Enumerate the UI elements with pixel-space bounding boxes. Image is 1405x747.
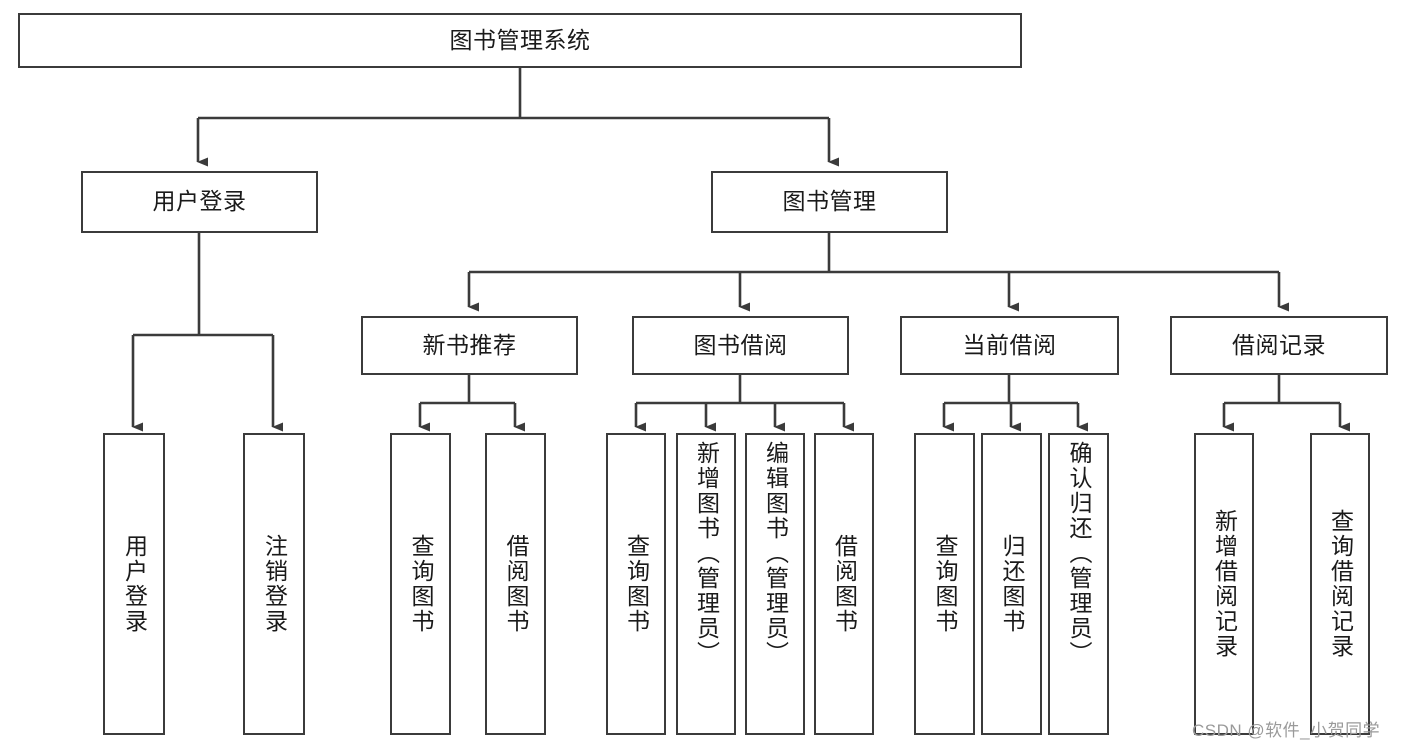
node-label: 用户登录 — [121, 534, 148, 634]
node-root-book-management-system[interactable]: 图书管理系统 — [18, 13, 1022, 68]
node-label: 当前借阅 — [962, 331, 1057, 358]
node-label: 归还图书 — [999, 534, 1025, 634]
node-leaf-add-book-admin[interactable]: 新增图书（管理员） — [676, 433, 736, 735]
node-label: 新增图书（管理员） — [693, 441, 720, 666]
node-label: 编辑图书（管理员） — [762, 441, 789, 666]
node-leaf-add-borrowing-record[interactable]: 新增借阅记录 — [1194, 433, 1254, 735]
node-label: 确认归还（管理员） — [1066, 441, 1092, 666]
node-label: 图书借阅 — [693, 331, 788, 358]
csdn-watermark: CSDN @软件_小贺同学 — [1192, 721, 1381, 740]
node-label: 新增借阅记录 — [1211, 509, 1238, 659]
node-leaf-query-book-recommendation[interactable]: 查询图书 — [390, 433, 451, 735]
node-label: 查询借阅记录 — [1327, 509, 1354, 659]
node-label: 借阅图书 — [503, 534, 529, 634]
node-label: 查询图书 — [623, 534, 650, 634]
node-leaf-borrow-book-borrowing[interactable]: 借阅图书 — [814, 433, 874, 735]
node-leaf-edit-book-admin[interactable]: 编辑图书（管理员） — [745, 433, 805, 735]
node-label: 查询图书 — [932, 534, 958, 634]
node-label: 注销登录 — [261, 534, 288, 634]
node-leaf-return-book[interactable]: 归还图书 — [981, 433, 1042, 735]
node-label: 借阅记录 — [1232, 331, 1326, 358]
node-leaf-query-borrowing-record[interactable]: 查询借阅记录 — [1310, 433, 1370, 735]
node-leaf-query-book-current[interactable]: 查询图书 — [914, 433, 975, 735]
node-label: 借阅图书 — [831, 534, 858, 634]
node-label: 图书管理系统 — [449, 26, 591, 53]
node-label: 查询图书 — [408, 534, 434, 634]
node-label: 图书管理 — [782, 188, 877, 215]
node-label: 用户登录 — [152, 188, 247, 215]
node-leaf-logout-login[interactable]: 注销登录 — [243, 433, 305, 735]
node-label: 新书推荐 — [422, 331, 517, 358]
node-book-management[interactable]: 图书管理 — [711, 171, 948, 233]
node-leaf-confirm-return-admin[interactable]: 确认归还（管理员） — [1048, 433, 1109, 735]
node-borrowing-record[interactable]: 借阅记录 — [1170, 316, 1388, 375]
node-book-borrowing[interactable]: 图书借阅 — [632, 316, 849, 375]
node-leaf-user-login[interactable]: 用户登录 — [103, 433, 165, 735]
node-current-borrowing[interactable]: 当前借阅 — [900, 316, 1119, 375]
node-user-login[interactable]: 用户登录 — [81, 171, 318, 233]
node-leaf-borrow-book-recommendation[interactable]: 借阅图书 — [485, 433, 546, 735]
node-leaf-query-book-borrowing[interactable]: 查询图书 — [606, 433, 666, 735]
node-new-book-recommendation[interactable]: 新书推荐 — [361, 316, 578, 375]
